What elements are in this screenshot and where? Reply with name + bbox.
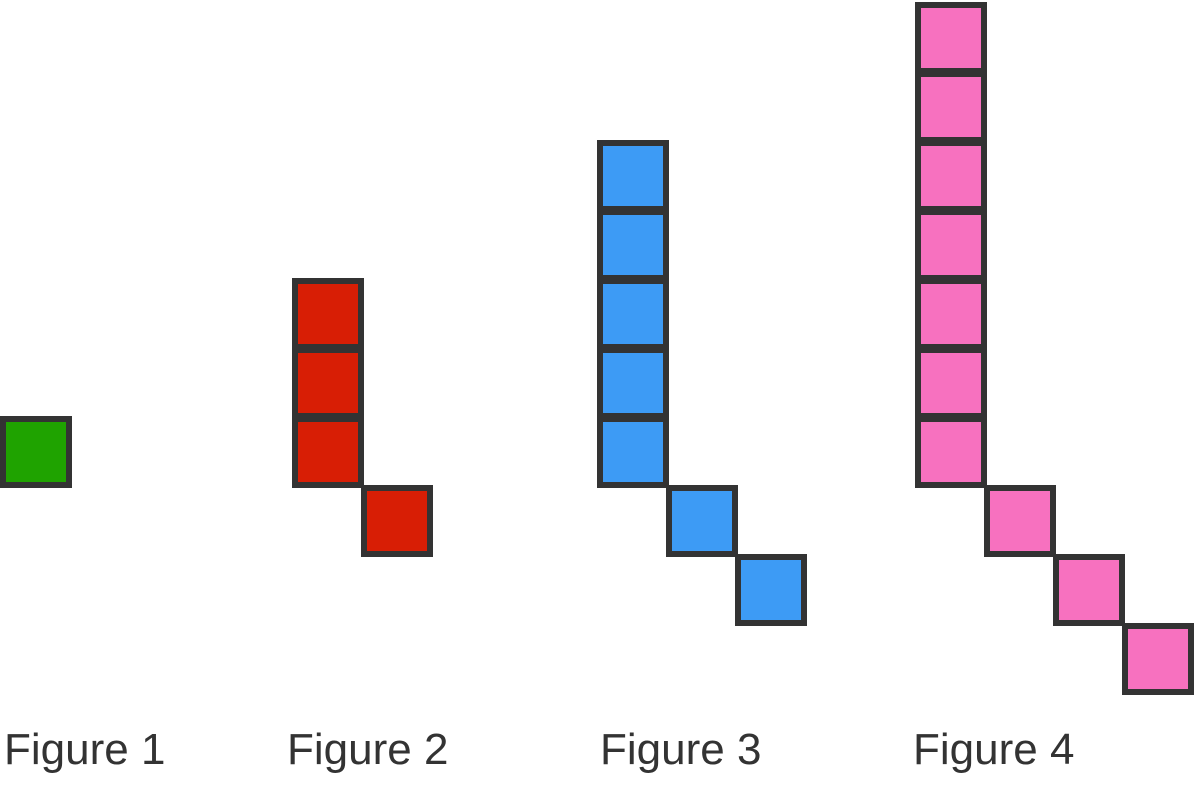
figure-2-column-square [292,347,364,419]
figure-1-shape [0,416,72,488]
figure-2-diagonal-square [361,485,433,557]
figure-4-column-square [915,2,987,74]
figure-3-shape [597,140,807,626]
figure-4-column-square [915,209,987,281]
figure-4-diagonal-square [1122,623,1194,695]
figure-4-column-square [915,278,987,350]
figure-4-column-square [915,347,987,419]
figure-2-label: Figure 2 [287,725,449,774]
figure-3-label: Figure 3 [600,725,762,774]
figure-3-column-square [597,347,669,419]
figure-2-column-square [292,416,364,488]
figure-4-column-square [915,71,987,143]
figure-4-shape [915,2,1194,695]
figure-3-column-square [597,278,669,350]
figure-4-label: Figure 4 [913,725,1075,774]
figure-2-column-square [292,278,364,350]
figure-4-diagonal-square [984,485,1056,557]
figure-4-diagonal-square [1053,554,1125,626]
figure-3-column-square [597,416,669,488]
figure-3-column-square [597,209,669,281]
figure-4-column-square [915,140,987,212]
figure-1-label: Figure 1 [4,725,166,774]
figure-3-diagonal-square [735,554,807,626]
figure-1-column-square [0,416,72,488]
figure-3-diagonal-square [666,485,738,557]
figure-4-column-square [915,416,987,488]
figure-2-shape [292,278,433,557]
figure-3-column-square [597,140,669,212]
